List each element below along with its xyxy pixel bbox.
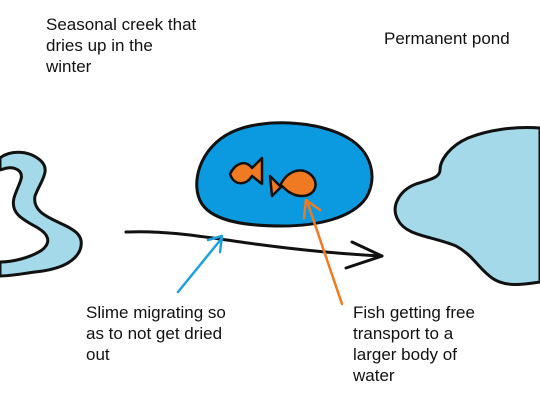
permanent-pond-label: Permanent pond	[384, 29, 510, 48]
slime-pointer-arrow	[176, 234, 224, 294]
fish-pointer-arrow	[302, 198, 344, 306]
permanent-pond-shape	[393, 126, 540, 286]
migration-arrow-head	[344, 240, 384, 270]
seasonal-creek-shape	[0, 150, 83, 278]
migration-arrow-line	[124, 230, 384, 258]
fish-icon	[228, 156, 264, 186]
slime-migrating-label: Slime migrating so as to not get dried o…	[86, 303, 226, 364]
fish-transport-label: Fish getting free transport to a larger …	[353, 303, 475, 385]
fish-icon	[268, 169, 317, 198]
seasonal-creek-label: Seasonal creek that dries up in the wint…	[46, 15, 197, 76]
slime-blob	[195, 121, 374, 228]
